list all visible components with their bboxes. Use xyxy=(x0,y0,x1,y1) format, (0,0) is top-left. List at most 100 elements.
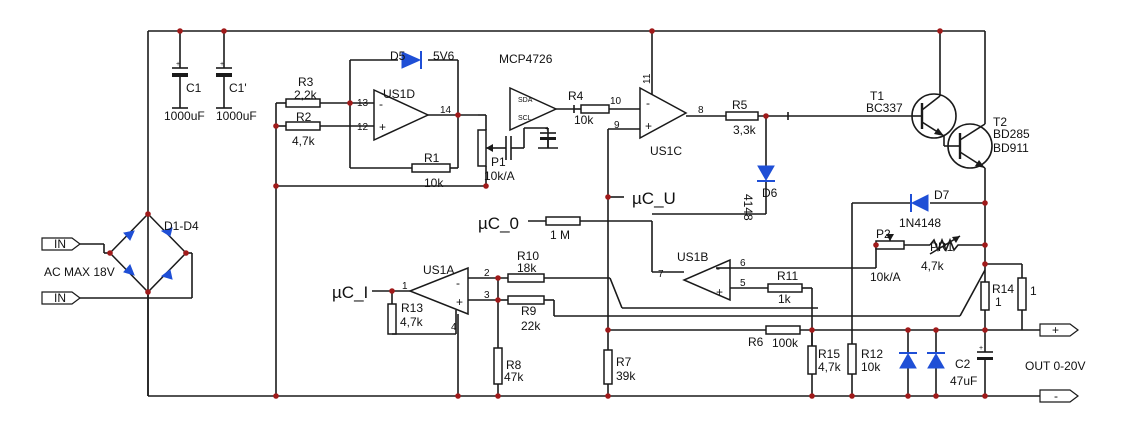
d7-value: 1N4148 xyxy=(899,216,941,230)
c2-label: C2 xyxy=(955,357,971,371)
c1p-label: C1' xyxy=(229,81,247,95)
pin-7: 7 xyxy=(658,269,664,280)
c1-value: 1000uF xyxy=(164,109,205,123)
output-section xyxy=(603,263,1079,403)
d6-label: D6 xyxy=(762,186,778,200)
r4-value: 10k xyxy=(574,113,594,127)
r12-value: 10k xyxy=(861,360,881,374)
out-minus: - xyxy=(1054,389,1058,403)
ac-label: AC MAX 18V xyxy=(44,265,115,279)
r11-label: R11 xyxy=(777,269,798,283)
r12-label: R12 xyxy=(861,347,883,361)
d6-value: 4148 xyxy=(741,194,755,221)
t2-label: T2 xyxy=(993,115,1007,129)
uc-i-label: µC_I xyxy=(332,283,368,302)
c1p-plus: + xyxy=(220,61,224,68)
us1b-minus: - xyxy=(716,261,720,275)
r6-label: R6 xyxy=(748,335,764,349)
r1-value: 10k xyxy=(424,176,444,190)
r4-label: R4 xyxy=(568,89,584,103)
pin-14: 14 xyxy=(440,105,452,116)
out-label: OUT 0-20V xyxy=(1025,359,1085,373)
r7-value: 39k xyxy=(616,369,636,383)
c1p-value: 1000uF xyxy=(216,109,257,123)
bridge-label: D1-D4 xyxy=(164,219,199,233)
p1-value: 10k/A xyxy=(484,169,515,183)
pin-6: 6 xyxy=(740,258,746,269)
us1c-label: US1C xyxy=(650,144,682,158)
pin-8: 8 xyxy=(698,105,704,116)
transistors xyxy=(911,31,993,254)
pin-2: 2 xyxy=(484,268,490,279)
us1d-section xyxy=(275,59,486,396)
r1-label: R1 xyxy=(424,151,440,165)
us1d-minus: - xyxy=(379,97,383,111)
mcp-label: MCP4726 xyxy=(499,52,553,66)
us1a-plus: + xyxy=(456,295,463,309)
c1-plus: + xyxy=(176,61,180,68)
r3-label: R3 xyxy=(298,75,314,89)
uc-0-label: µC_0 xyxy=(478,214,519,233)
r14-value: 1 xyxy=(995,295,1002,309)
rails xyxy=(147,30,1040,397)
c2-value: 47uF xyxy=(950,374,977,388)
us1a-minus: - xyxy=(456,276,460,290)
p2-value: 10k/A xyxy=(870,270,901,284)
p1-label: P1 xyxy=(491,155,506,169)
r10-value: 18k xyxy=(517,261,537,275)
d5-label: D5 xyxy=(390,49,406,63)
us1b-plus: + xyxy=(716,285,723,299)
r15-label: R15 xyxy=(818,347,840,361)
p2-label: P2 xyxy=(876,227,891,241)
pin-11: 11 xyxy=(642,73,653,84)
r13-value: 4,7k xyxy=(400,315,424,329)
capacitors-c1 xyxy=(172,31,232,109)
us1d-plus: + xyxy=(379,120,386,134)
pr1-value: 4,7k xyxy=(921,259,945,273)
t2-value-alt: BD911 xyxy=(993,141,1029,155)
scl-label: SCL xyxy=(518,115,532,122)
t2-value: BD285 xyxy=(993,127,1030,141)
junctions xyxy=(107,28,988,399)
r15-value: 4,7k xyxy=(818,360,842,374)
t1-label: T1 xyxy=(870,89,884,103)
sda-label: SDA xyxy=(518,97,533,104)
r7-label: R7 xyxy=(616,355,632,369)
c1-label: C1 xyxy=(186,81,202,95)
r13-label: R13 xyxy=(401,301,423,315)
r14-label: R14 xyxy=(992,282,1014,296)
us1c-section xyxy=(528,31,912,350)
us1c-minus: - xyxy=(646,96,650,110)
p1-mcp-section xyxy=(477,86,575,186)
us1a-label: US1A xyxy=(423,263,454,277)
r11-value: 1k xyxy=(778,292,792,306)
r5-value: 3,3k xyxy=(733,123,757,137)
r9-label: R9 xyxy=(521,304,537,318)
pin-4: 4 xyxy=(451,322,457,333)
us1a-section xyxy=(372,266,986,396)
pin-13: 13 xyxy=(357,98,369,109)
r8-label: R8 xyxy=(506,358,522,372)
pr1-label: PR1 xyxy=(930,240,954,254)
in-top-label: IN xyxy=(54,237,66,251)
r3-value: 2,2k xyxy=(294,88,318,102)
c2-plus: + xyxy=(979,345,983,352)
r6-value: 100k xyxy=(772,336,799,350)
r14-side-value: 1 xyxy=(1030,284,1037,298)
r2-label: R2 xyxy=(296,110,312,124)
pin-9: 9 xyxy=(614,120,620,131)
pin-12: 12 xyxy=(357,122,369,133)
r-1m-value: 1 M xyxy=(550,228,570,242)
pin-3: 3 xyxy=(484,290,490,301)
uc-u-label: µC_U xyxy=(632,189,676,208)
r10-label: R10 xyxy=(517,249,539,263)
pin-1: 1 xyxy=(402,281,408,292)
d7-label: D7 xyxy=(934,188,950,202)
in-bottom-label: IN xyxy=(54,291,66,305)
us1c-plus: + xyxy=(645,119,652,133)
out-plus: + xyxy=(1052,323,1059,337)
r9-value: 22k xyxy=(521,319,541,333)
us1b-label: US1B xyxy=(677,250,708,264)
